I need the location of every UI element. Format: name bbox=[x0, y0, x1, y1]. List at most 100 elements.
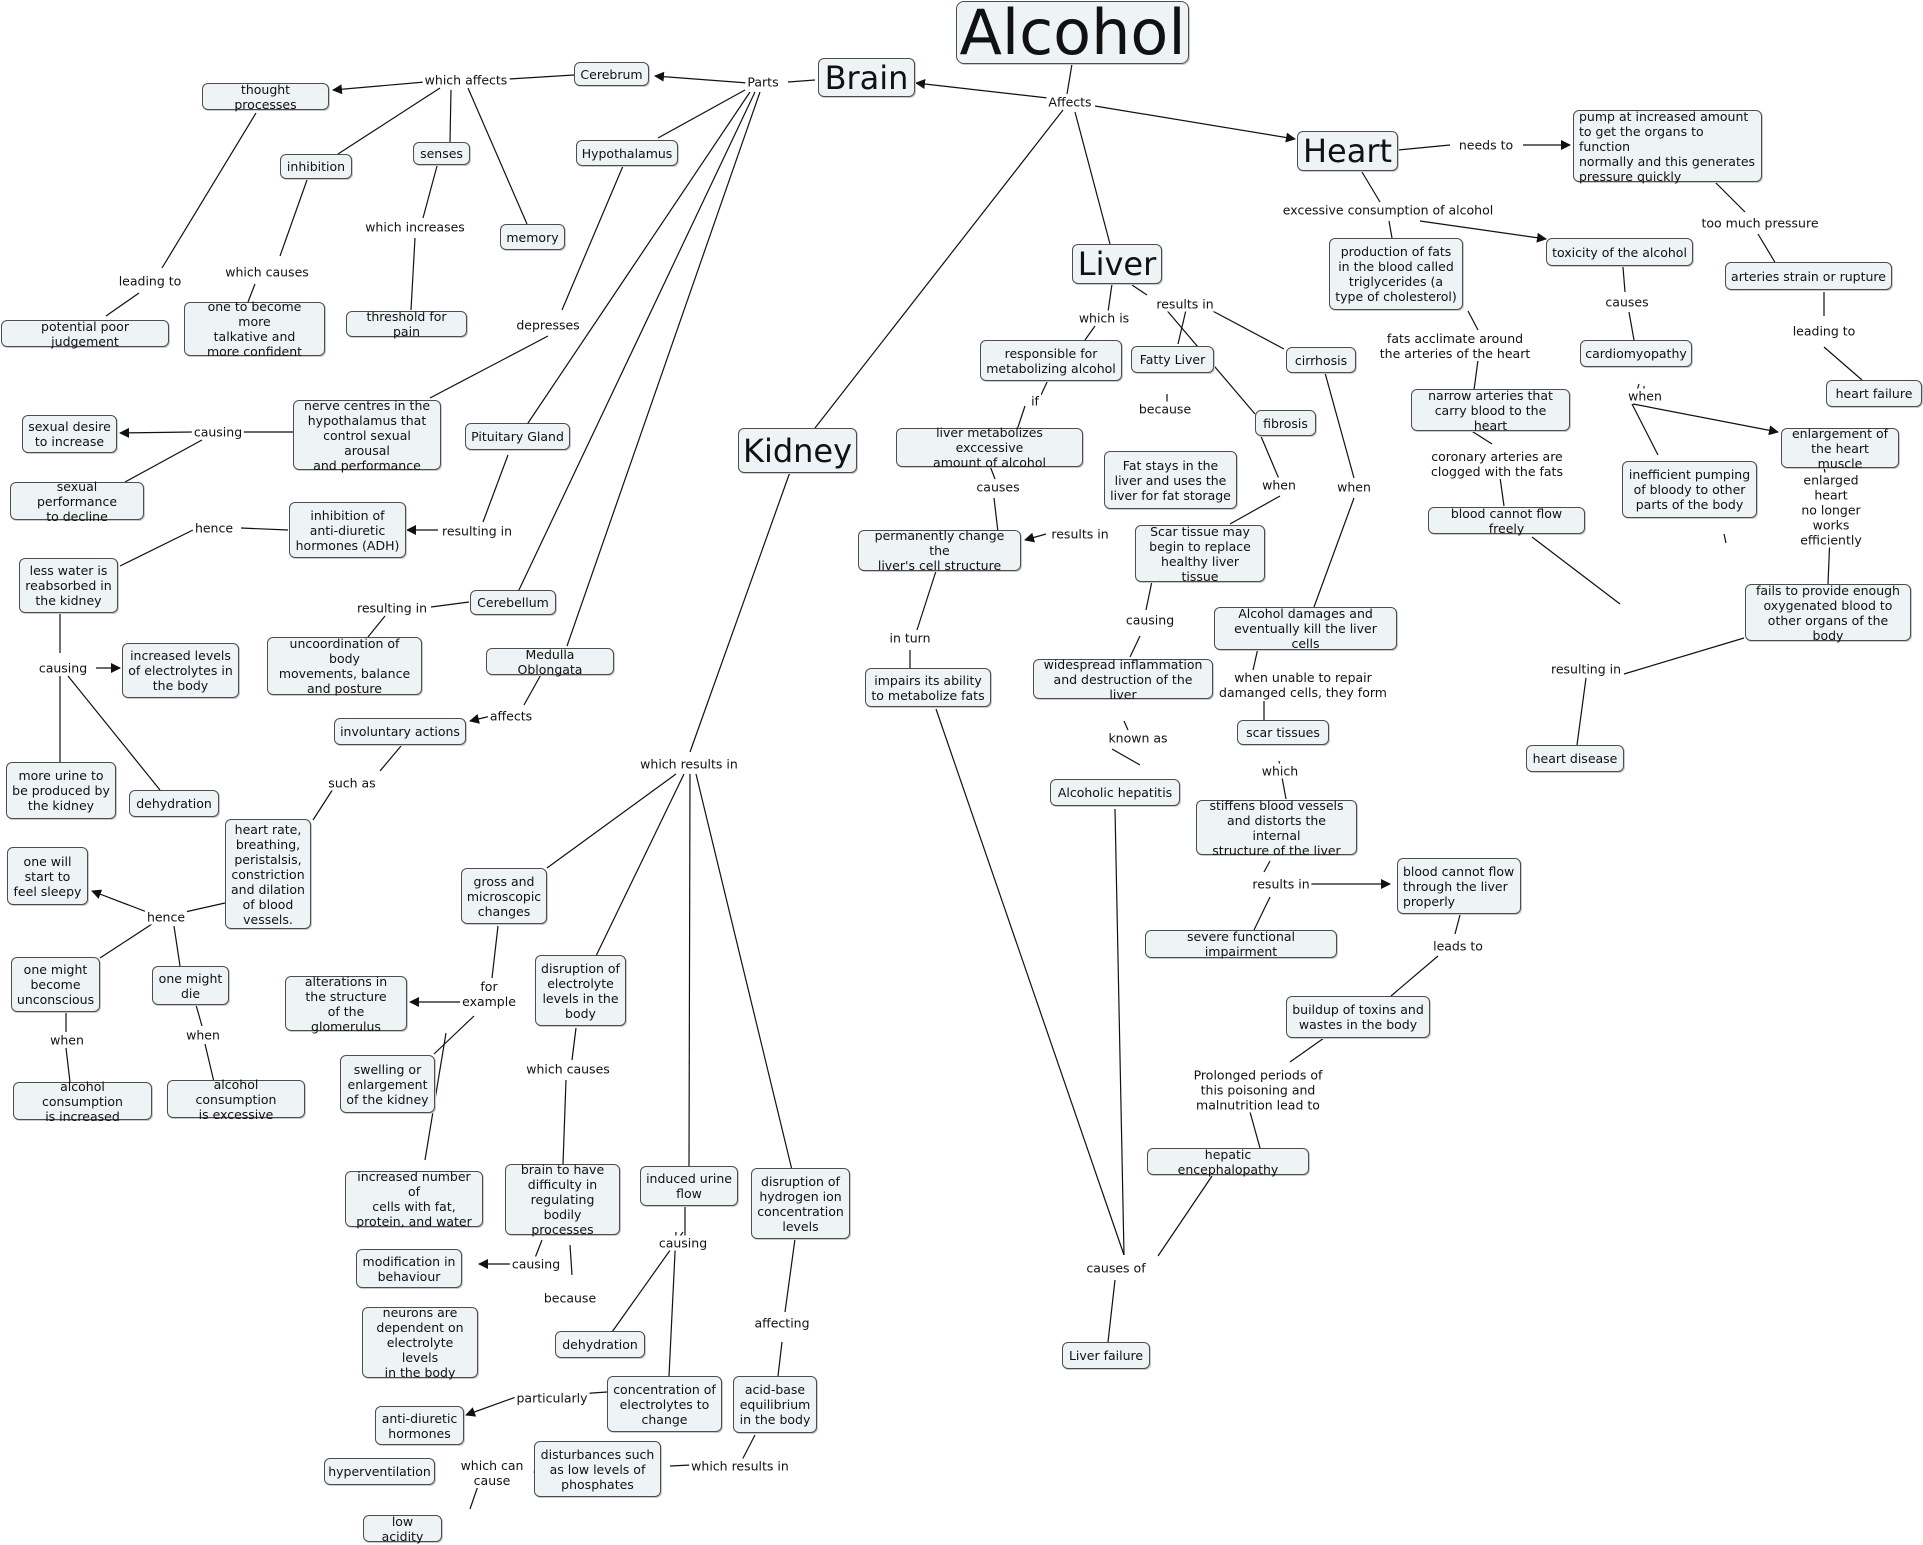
node-inflammation[interactable]: widespread inflammation and destruction … bbox=[1033, 657, 1213, 702]
node-sleepy[interactable]: one will start to feel sleepy bbox=[7, 847, 88, 905]
node-fibrosis[interactable]: fibrosis bbox=[1255, 410, 1316, 436]
node-thought-processes[interactable]: thought processes bbox=[202, 82, 329, 112]
node-consumption-increased[interactable]: alcohol consumption is increased bbox=[13, 1079, 152, 1124]
label-parts: Parts bbox=[745, 74, 781, 90]
node-medulla-oblongata[interactable]: Medulla Oblongata bbox=[486, 647, 614, 677]
node-nerve-centres[interactable]: nerve centres in the hypothalamus that c… bbox=[293, 398, 441, 473]
node-severe-impairment[interactable]: severe functional impairment bbox=[1145, 929, 1337, 959]
label-results-in-3: results in bbox=[1049, 526, 1111, 542]
node-disruption-hydrogen[interactable]: disruption of hydrogen ion concentration… bbox=[751, 1168, 850, 1239]
node-metabolizes-excessive[interactable]: liver metabolizes exccessive amount of a… bbox=[896, 425, 1083, 470]
node-die[interactable]: one might die bbox=[152, 966, 229, 1005]
node-fat-stays[interactable]: Fat stays in the liver and uses the live… bbox=[1104, 451, 1237, 509]
node-pump[interactable]: pump at increased amount to get the orga… bbox=[1573, 109, 1762, 184]
node-hyperventilation[interactable]: hyperventilation bbox=[324, 1458, 435, 1485]
node-anti-diuretic-hormones[interactable]: anti-diuretic hormones bbox=[375, 1406, 464, 1445]
node-urine-flow[interactable]: induced urine flow bbox=[640, 1166, 738, 1206]
node-involuntary-actions[interactable]: involuntary actions bbox=[334, 718, 466, 745]
node-blood-cannot-flow-freely[interactable]: blood cannot flow freely bbox=[1428, 506, 1585, 536]
node-unconscious[interactable]: one might become unconscious bbox=[11, 957, 100, 1012]
node-talkative[interactable]: one to become more talkative and more co… bbox=[184, 299, 325, 359]
node-impairs-fats[interactable]: impairs its ability to metabolize fats bbox=[865, 668, 991, 707]
label-leading-to-1: leading to bbox=[116, 273, 184, 289]
label-fats-acclimate: fats acclimate around the arteries of th… bbox=[1377, 331, 1533, 361]
node-modification-behaviour[interactable]: modification in behaviour bbox=[356, 1249, 462, 1288]
label-coronary: coronary arteries are clogged with the f… bbox=[1429, 449, 1565, 479]
node-swelling[interactable]: swelling or enlargement of the kidney bbox=[340, 1055, 435, 1113]
label-leading-to-2: leading to bbox=[1790, 323, 1858, 339]
label-leads-to: leads to bbox=[1431, 938, 1485, 954]
node-heart-disease[interactable]: heart disease bbox=[1526, 745, 1624, 772]
node-brain-regulation[interactable]: brain to have difficulty in regulating b… bbox=[505, 1162, 620, 1237]
label-because-2: because bbox=[1136, 401, 1194, 417]
label-which-results-in: which results in bbox=[638, 756, 740, 772]
label-affects: Affects bbox=[1046, 94, 1094, 110]
node-pituitary-gland[interactable]: Pituitary Gland bbox=[465, 423, 570, 450]
label-causing-3: causing bbox=[509, 1256, 563, 1272]
label-if: if bbox=[1029, 393, 1041, 409]
node-uncoordination[interactable]: uncoordination of body movements, balanc… bbox=[267, 636, 422, 696]
node-heart[interactable]: Heart bbox=[1297, 131, 1398, 171]
label-which-can-cause: which can cause bbox=[458, 1458, 526, 1488]
node-cerebellum[interactable]: Cerebellum bbox=[470, 590, 556, 615]
node-toxicity[interactable]: toxicity of the alcohol bbox=[1546, 238, 1693, 266]
node-senses[interactable]: senses bbox=[413, 142, 470, 165]
node-glomerulus[interactable]: alterations in the structure of the glom… bbox=[285, 974, 407, 1034]
node-neurons[interactable]: neurons are dependent on electrolyte lev… bbox=[362, 1305, 478, 1380]
label-causing-1: causing bbox=[191, 424, 245, 440]
node-threshold-for-pain[interactable]: threshold for pain bbox=[346, 309, 467, 339]
label-for-example: for example bbox=[460, 979, 518, 1009]
node-increased-electrolytes[interactable]: increased levels of electrolytes in the … bbox=[122, 643, 239, 698]
node-adh-inhibition[interactable]: inhibition of anti-diuretic hormones (AD… bbox=[289, 502, 406, 558]
node-toxins-buildup[interactable]: buildup of toxins and wastes in the body bbox=[1286, 996, 1430, 1038]
node-kidney[interactable]: Kidney bbox=[738, 428, 857, 473]
node-enlargement[interactable]: enlargement of the heart muscle bbox=[1781, 426, 1899, 471]
node-blood-through-liver[interactable]: blood cannot flow through the liver prop… bbox=[1397, 858, 1521, 914]
node-liver[interactable]: Liver bbox=[1072, 244, 1162, 284]
node-cells-fat[interactable]: increased number of cells with fat, prot… bbox=[345, 1169, 483, 1229]
node-gross-changes[interactable]: gross and microscopic changes bbox=[461, 868, 547, 924]
node-fatty-liver[interactable]: Fatty Liver bbox=[1131, 346, 1214, 373]
node-inhibition[interactable]: inhibition bbox=[280, 154, 352, 179]
node-sexual-performance[interactable]: sexual performance to decline bbox=[10, 479, 144, 524]
node-acid-base[interactable]: acid-base equilibrium in the body bbox=[733, 1376, 817, 1433]
node-liver-failure[interactable]: Liver failure bbox=[1062, 1342, 1150, 1369]
label-affects-2: affects bbox=[487, 708, 535, 724]
node-alcohol[interactable]: Alcohol bbox=[956, 1, 1189, 64]
node-concentration-electrolytes[interactable]: concentration of electrolytes to change bbox=[607, 1376, 722, 1432]
node-cirrhosis[interactable]: cirrhosis bbox=[1286, 347, 1356, 373]
node-alcohol-damages[interactable]: Alcohol damages and eventually kill the … bbox=[1214, 606, 1397, 651]
node-cerebrum[interactable]: Cerebrum bbox=[574, 62, 649, 86]
node-less-water[interactable]: less water is reabsorbed in the kidney bbox=[19, 558, 118, 613]
label-hence-2: hence bbox=[144, 909, 188, 925]
node-dehydration-1[interactable]: dehydration bbox=[129, 790, 219, 817]
node-fails-provide[interactable]: fails to provide enough oxygenated blood… bbox=[1745, 583, 1911, 643]
node-hepatic-encephalopathy[interactable]: hepatic encephalopathy bbox=[1147, 1147, 1309, 1177]
node-stiffens[interactable]: stiffens blood vessels and distorts the … bbox=[1196, 798, 1357, 858]
node-memory[interactable]: memory bbox=[500, 224, 565, 250]
node-poor-judgement[interactable]: potential poor judgement bbox=[1, 319, 169, 349]
node-dehydration-2[interactable]: dehydration bbox=[555, 1331, 645, 1358]
node-consumption-excessive[interactable]: alcohol consumption is excessive bbox=[167, 1077, 305, 1122]
node-narrow-arteries[interactable]: narrow arteries that carry blood to the … bbox=[1411, 388, 1570, 433]
node-heart-failure[interactable]: heart failure bbox=[1826, 380, 1922, 407]
node-cardiomyopathy[interactable]: cardiomyopathy bbox=[1580, 340, 1692, 367]
node-hypothalamus[interactable]: Hypothalamus bbox=[576, 140, 678, 166]
node-sexual-desire[interactable]: sexual desire to increase bbox=[22, 415, 117, 453]
label-when-2: when bbox=[184, 1027, 222, 1043]
node-brain[interactable]: Brain bbox=[818, 58, 915, 97]
node-alcoholic-hepatitis[interactable]: Alcoholic hepatitis bbox=[1050, 779, 1180, 806]
node-scar-tissues[interactable]: scar tissues bbox=[1237, 720, 1329, 745]
node-scar-tissue[interactable]: Scar tissue may begin to replace healthy… bbox=[1135, 524, 1265, 584]
node-disturbances[interactable]: disturbances such as low levels of phosp… bbox=[534, 1441, 661, 1497]
node-disruption-electrolyte[interactable]: disruption of electrolyte levels in the … bbox=[535, 955, 626, 1026]
node-production-fats[interactable]: production of fats in the blood called t… bbox=[1329, 238, 1463, 310]
node-heart-rate[interactable]: heart rate, breathing, peristalsis, cons… bbox=[225, 819, 311, 929]
node-low-acidity[interactable]: low acidity bbox=[363, 1514, 442, 1544]
node-arteries-strain[interactable]: arteries strain or rupture bbox=[1725, 262, 1892, 290]
node-permanent-change[interactable]: permanently change the liver's cell stru… bbox=[858, 528, 1021, 573]
node-inefficient-pumping[interactable]: inefficient pumping of bloody to other p… bbox=[1622, 461, 1757, 518]
label-causes-1: causes bbox=[974, 479, 1022, 495]
node-more-urine[interactable]: more urine to be produced by the kidney bbox=[6, 762, 116, 819]
node-responsible-metabolizing[interactable]: responsible for metabolizing alcohol bbox=[980, 340, 1122, 381]
